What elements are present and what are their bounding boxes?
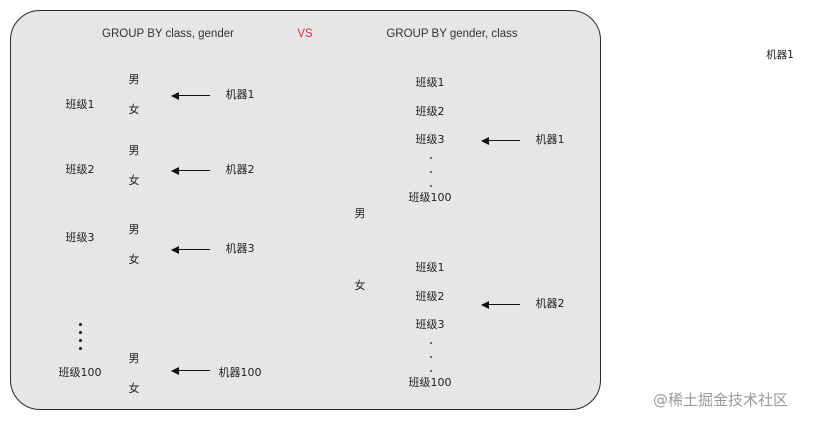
gender-male: 男 [128,144,140,157]
machine-label: 机器3 [225,242,255,255]
arrow-left-icon [481,300,520,309]
class-label: 班级1 [415,261,445,274]
machine-label: 机器2 [225,163,255,176]
gender-label: 女 [354,279,366,292]
arrow-left-icon [171,245,210,254]
ellipsis-dot [430,370,432,372]
arrow-left-icon [171,166,210,175]
left-title: GROUP BY class, gender [102,28,234,40]
gender-male: 男 [128,73,140,86]
class-label: 班级2 [65,163,95,176]
class-label: 班级1 [415,76,445,89]
class-label: 班级100 [408,191,452,204]
class-label: 班级2 [415,290,445,303]
stray-machine-label: 机器1 [766,49,794,61]
machine-label: 机器1 [225,88,255,101]
ellipsis-dot [79,339,82,342]
right-title: GROUP BY gender, class [386,28,518,40]
ellipsis-dot [79,323,82,326]
machine-label: 机器2 [535,297,565,310]
ellipsis-dot [430,157,432,159]
class-label: 班级100 [408,376,452,389]
ellipsis-dot [430,171,432,173]
gender-female: 女 [128,174,140,187]
class-label: 班级100 [58,366,102,379]
arrow-left-icon [481,136,520,145]
gender-male: 男 [128,223,140,236]
machine-label: 机器1 [535,133,565,146]
diagram-panel [10,10,601,410]
vs-label: VS [297,28,313,40]
ellipsis-dot [430,356,432,358]
ellipsis-dot [430,185,432,187]
class-label: 班级3 [415,318,445,331]
gender-male: 男 [128,352,140,365]
machine-label: 机器100 [218,366,262,379]
ellipsis-dot [79,347,82,350]
class-label: 班级1 [65,98,95,111]
arrow-left-icon [171,366,210,375]
ellipsis-dot [430,342,432,344]
gender-label: 男 [354,207,366,220]
arrow-left-icon [171,91,210,100]
class-label: 班级3 [415,133,445,146]
gender-female: 女 [128,103,140,116]
class-label: 班级3 [65,231,95,244]
gender-female: 女 [128,382,140,395]
gender-female: 女 [128,253,140,266]
watermark: @稀土掘金技术社区 [653,391,789,409]
ellipsis-dot [79,331,82,334]
class-label: 班级2 [415,105,445,118]
